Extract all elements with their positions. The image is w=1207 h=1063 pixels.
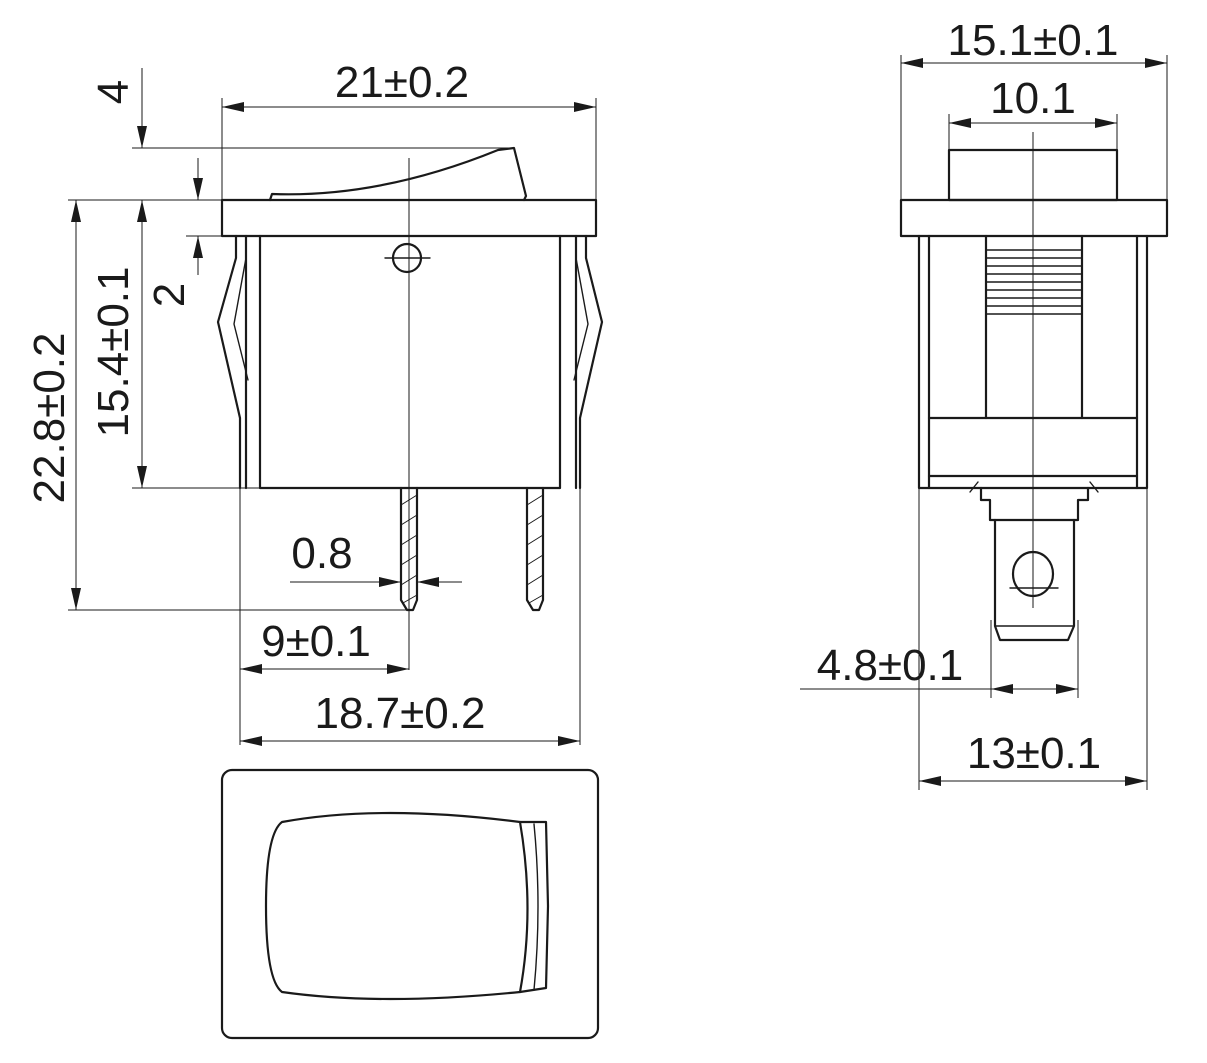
dim-terminal-offset: 9±0.1 (261, 617, 371, 666)
front-view: 21±0.2 4 2 15.4±0.1 22.8±0.2 0.8 9±0.1 1… (25, 58, 604, 746)
dim-total-height: 22.8±0.2 (25, 333, 74, 504)
dim-side-flange-width: 15.1±0.1 (948, 16, 1119, 65)
dim-terminal-width: 4.8±0.1 (817, 641, 963, 690)
front-terminal-left (399, 486, 419, 612)
dim-side-actuator-width: 10.1 (990, 74, 1076, 123)
front-body (258, 234, 562, 490)
dim-body-width: 18.7±0.2 (315, 689, 486, 738)
front-right-clip (578, 234, 604, 490)
dim-body-height: 15.4±0.1 (89, 267, 138, 438)
side-flange (899, 198, 1169, 238)
front-rocker-actuator (268, 146, 528, 202)
side-ribs (984, 234, 1084, 420)
front-terminal-right (525, 486, 545, 612)
front-left-clip (216, 234, 242, 490)
top-view (220, 768, 600, 1040)
dim-side-body-width: 13±0.1 (967, 729, 1101, 778)
dim-actuator-height: 4 (89, 80, 138, 104)
dim-flange-thickness: 2 (145, 283, 194, 307)
side-view: 15.1±0.1 10.1 4.8±0.1 13±0.1 (800, 16, 1169, 790)
dim-front-top-width: 21±0.2 (335, 58, 469, 107)
dim-terminal-thickness: 0.8 (291, 529, 352, 578)
top-bezel (220, 768, 600, 1040)
top-rocker-face (264, 811, 529, 1001)
side-terminal (993, 518, 1076, 642)
